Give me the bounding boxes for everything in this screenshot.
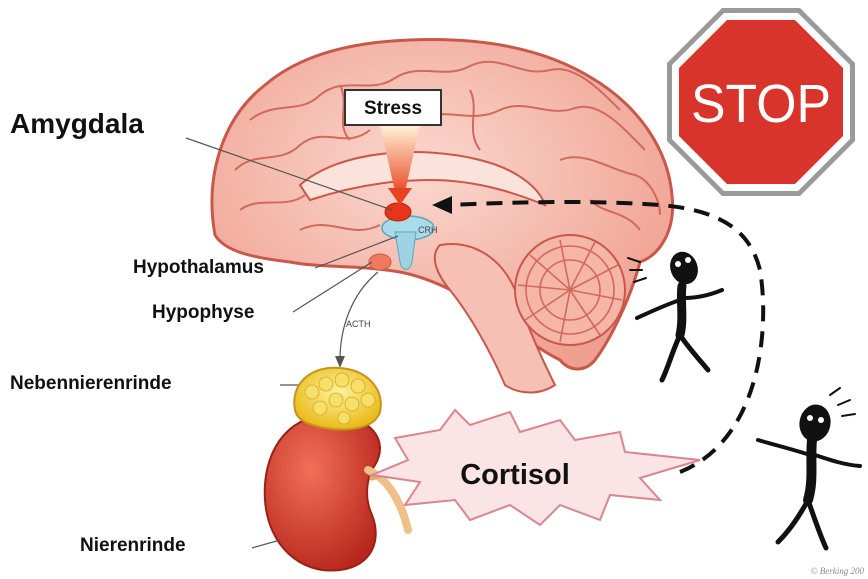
cerebellum: [515, 235, 625, 345]
amygdala-label: Amygdala: [10, 108, 144, 140]
acth-label: ACTH: [346, 319, 371, 329]
amygdala-marker: [385, 203, 411, 221]
hypophyse-gland: [369, 254, 391, 270]
nierenrinde-label: Nierenrinde: [80, 535, 186, 557]
credit-label: © Berking 200: [811, 566, 865, 576]
hypothalamus-label: Hypothalamus: [133, 257, 264, 279]
acth-arrowhead: [335, 356, 345, 368]
stress-label: Stress: [364, 98, 422, 119]
nebennierenrinde-label: Nebennierenrinde: [10, 373, 172, 395]
stick-figure-upper: [628, 249, 722, 380]
hypophyse-leader: [293, 262, 372, 312]
stick-figure-lower: [758, 388, 860, 548]
crh-label: CRH: [418, 225, 438, 235]
cortisol-label: Cortisol: [460, 459, 570, 491]
acth-arrow: [340, 272, 378, 360]
kidney: [265, 415, 380, 571]
hypophyse-label: Hypophyse: [152, 302, 254, 324]
stop-sign: STOP: [667, 8, 855, 196]
nierenrinde-leader: [252, 540, 280, 548]
brain-illustration: [212, 40, 673, 393]
stop-label: STOP: [691, 74, 831, 134]
